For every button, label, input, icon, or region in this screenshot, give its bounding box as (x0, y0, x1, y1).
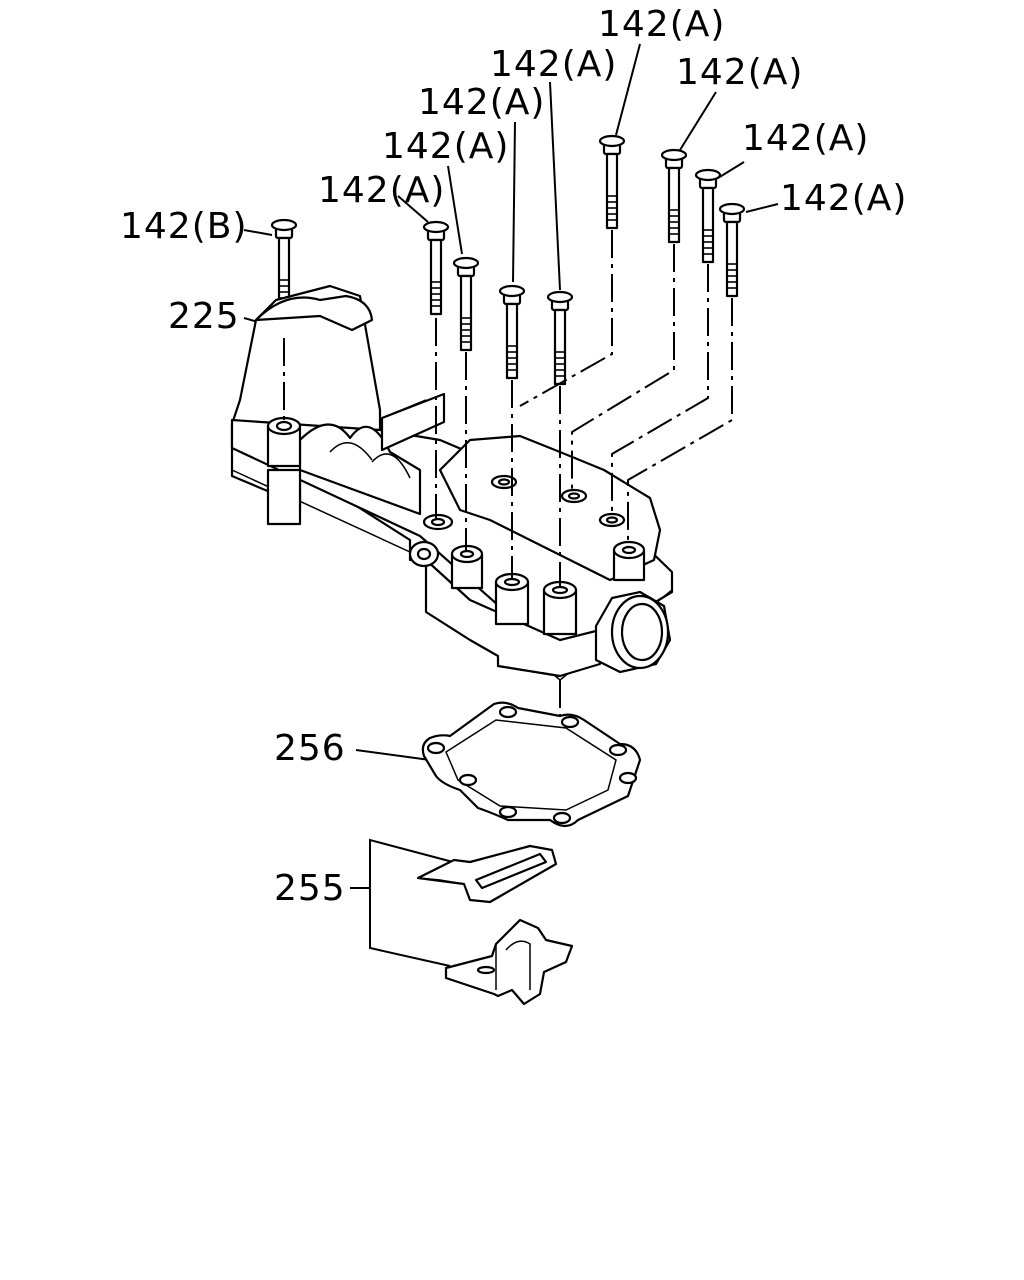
boss-5 (560, 488, 588, 504)
label-142a-8: 142(A) (780, 178, 907, 219)
bracket-plate-lower (444, 918, 574, 1006)
housing-bosses (266, 416, 646, 636)
gasket-256 (421, 701, 642, 828)
boss-4 (542, 580, 578, 636)
boss-8 (490, 474, 518, 490)
label-255: 255 (274, 868, 346, 909)
bracket-plate-upper (416, 844, 558, 904)
bracket-255 (416, 844, 574, 1006)
boss-7 (612, 540, 646, 582)
boss-6 (598, 512, 626, 528)
label-142a-3: 142(A) (418, 82, 545, 123)
label-256: 256 (274, 728, 346, 769)
bolt-142a-7 (694, 168, 722, 264)
label-142a-4: 142(A) (490, 44, 617, 85)
bolt-142a-2 (452, 256, 480, 352)
bolt-142a-6 (660, 148, 688, 244)
label-225: 225 (168, 296, 240, 337)
bolt-142a-5 (598, 134, 626, 230)
label-142b: 142(B) (120, 206, 248, 247)
bolt-142a-1 (422, 220, 450, 316)
label-142a-2: 142(A) (382, 126, 509, 167)
bolt-142a-3 (498, 284, 526, 380)
label-142a-6: 142(A) (676, 52, 803, 93)
boss-left (266, 416, 302, 526)
label-142a-1: 142(A) (318, 170, 445, 211)
boss-3 (494, 572, 530, 626)
boss-1 (422, 513, 454, 531)
callout-labels: 142(B) 225 142(A) 142(A) 142(A) 142(A) 1… (120, 4, 907, 909)
bolt-142a-4 (546, 290, 574, 386)
label-142a-7: 142(A) (742, 118, 869, 159)
bolt-142a-8 (718, 202, 746, 298)
boss-2 (450, 544, 484, 590)
label-142a-5: 142(A) (598, 4, 725, 45)
